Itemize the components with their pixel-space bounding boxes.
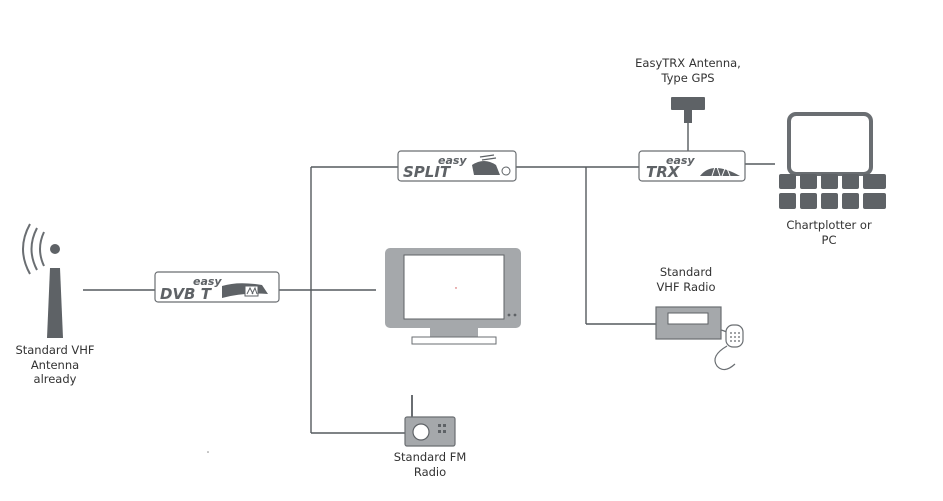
- easy-dvbt-small: easy: [193, 275, 222, 288]
- fm-radio-label-line-2: Radio: [413, 464, 447, 479]
- fm-radio-label-line-1: Standard FM: [393, 450, 467, 464]
- easy-trx-box: easy TRX: [638, 150, 746, 182]
- chartplotter-label-line-1: Chartplotter or: [786, 218, 872, 232]
- easy-split-big: SPLIT: [403, 163, 452, 181]
- gps-antenna-label-line-2: Type GPS: [661, 70, 715, 85]
- vhf-antenna-label-line-3: already: [33, 372, 77, 386]
- easy-split-small: easy: [438, 154, 467, 167]
- vhf-radio-label-line-1: Standard: [659, 265, 713, 279]
- easy-split-box: easy SPLIT: [397, 150, 517, 182]
- vhf-antenna-label-line-1: Standard VHF: [15, 343, 95, 357]
- vhf-radio-label-line-2: VHF Radio: [656, 279, 716, 294]
- fm-radio-label: Standard FM Radio: [380, 450, 480, 479]
- connection-lines: [83, 121, 775, 434]
- vhf-radio-icon: [655, 306, 744, 371]
- chartplotter-icon: [779, 112, 886, 209]
- tv-icon: [385, 248, 521, 345]
- easy-dvbt-box: easy DVB T: [154, 271, 280, 303]
- vhf-antenna-icon: [22, 223, 63, 338]
- chartplotter-label-line-2: PC: [821, 232, 837, 247]
- easy-trx-big: TRX: [646, 163, 681, 181]
- easy-dvbt-big: DVB T: [160, 285, 213, 303]
- stray-dot: [207, 451, 209, 453]
- fm-radio-icon: [404, 395, 456, 447]
- vhf-antenna-label: Standard VHF Antenna already: [5, 343, 105, 387]
- chartplotter-label: Chartplotter or PC: [773, 218, 885, 247]
- vhf-radio-label: Standard VHF Radio: [636, 265, 736, 294]
- easy-trx-small: easy: [666, 154, 695, 167]
- gps-antenna-label-line-1: EasyTRX Antenna,: [635, 56, 741, 70]
- gps-antenna-label: EasyTRX Antenna, Type GPS: [623, 56, 753, 85]
- gps-antenna-icon: [671, 97, 705, 123]
- vhf-antenna-label-line-2: Antenna: [30, 357, 80, 372]
- tv-screen-dot: [455, 287, 457, 289]
